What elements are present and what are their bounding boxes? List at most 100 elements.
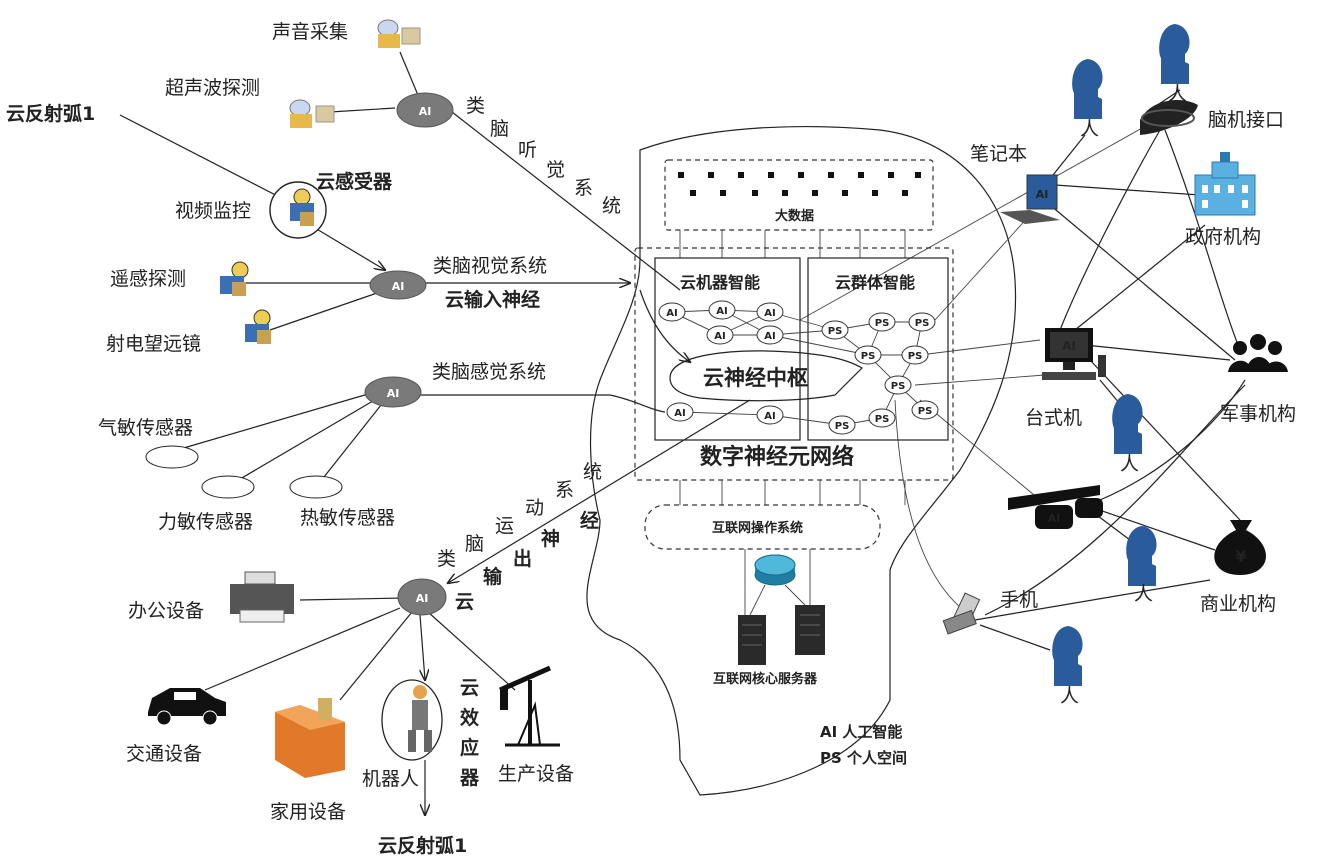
svg-text:器: 器	[459, 767, 480, 789]
oil-pump-icon	[498, 665, 560, 747]
thermal-sensor-shape	[289, 475, 343, 499]
svg-text:AI: AI	[1048, 512, 1061, 525]
printer-icon	[230, 571, 294, 623]
person-label-5: 人	[1060, 685, 1079, 707]
ai-node-vision: AI	[369, 270, 427, 300]
remote-sensing-icon	[220, 261, 249, 296]
household-label: 家用设备	[270, 801, 346, 823]
svg-text:效: 效	[460, 706, 479, 729]
svg-text:¥: ¥	[1235, 547, 1246, 566]
robot-icon	[381, 679, 443, 761]
person-icon-2	[1159, 24, 1190, 84]
production-label: 生产设备	[498, 763, 574, 785]
car-icon	[148, 688, 226, 726]
nerve-center-label: 云神经中枢	[703, 366, 808, 390]
svg-text:运: 运	[495, 515, 514, 537]
thermal-label: 热敏传感器	[300, 507, 395, 529]
right-connections	[799, 89, 1246, 651]
nerve-center-shape	[669, 350, 863, 402]
hearing-label: 类 脑 听 觉 系 统	[466, 95, 621, 217]
bci-label: 脑机接口	[1208, 109, 1284, 131]
svg-text:动: 动	[525, 497, 544, 519]
neural-network-frame	[634, 247, 954, 481]
notebook-label: 笔记本	[970, 143, 1027, 165]
core-server-label: 互联网核心服务器	[713, 671, 818, 687]
group-intel-box	[807, 257, 949, 441]
svg-text:类: 类	[437, 548, 456, 570]
head-outline	[586, 126, 1017, 796]
svg-text:系: 系	[574, 177, 593, 199]
legend-ai: AI 人工智能	[820, 723, 902, 741]
ai-node-sense: AI	[364, 376, 422, 408]
big-data-label: 大数据	[775, 208, 814, 224]
bci-headband-icon	[1140, 100, 1198, 135]
cloud-sensor-label: 云感受器	[316, 170, 393, 193]
svg-text:应: 应	[460, 736, 479, 759]
legend-ps: PS 个人空间	[820, 749, 907, 767]
svg-text:统: 统	[602, 195, 621, 217]
person-label-4: 人	[1134, 583, 1153, 605]
ai-node-motor: AI	[397, 578, 447, 616]
microphone-icon	[377, 19, 421, 48]
laptop-icon: AI	[1000, 174, 1060, 224]
svg-text:出: 出	[513, 547, 532, 570]
svg-text:神: 神	[541, 527, 560, 550]
person-label-2: 人	[1168, 83, 1187, 105]
telescope-icon	[245, 309, 271, 344]
office-label: 办公设备	[128, 600, 204, 622]
military-people-icon	[1228, 334, 1288, 372]
sound-label: 声音采集	[272, 21, 348, 43]
gas-sensor-shape	[145, 445, 199, 469]
motor-label: 类 脑 运 动 系 统	[437, 461, 602, 570]
svg-text:AI: AI	[392, 280, 405, 293]
person-icon-4	[1126, 526, 1157, 586]
svg-text:AI: AI	[1062, 339, 1076, 353]
effector-label: 云 效 应 器	[459, 677, 480, 789]
traffic-label: 交通设备	[126, 743, 202, 765]
force-sensor-shape	[201, 475, 255, 499]
force-label: 力敏传感器	[158, 511, 253, 533]
svg-text:觉: 觉	[546, 159, 565, 181]
ultrasonic-label: 超声波探测	[165, 77, 260, 99]
gov-label: 政府机构	[1185, 226, 1261, 248]
svg-text:类: 类	[466, 95, 485, 117]
ai-node-hearing: AI	[396, 92, 454, 128]
person-label-3: 人	[1120, 453, 1139, 475]
ultrasonic-icon	[289, 99, 335, 128]
telescope-label: 射电望远镜	[106, 333, 201, 355]
svg-text:AI: AI	[419, 105, 432, 118]
robot-label: 机器人	[362, 768, 419, 790]
desktop-computer-icon: AI	[1042, 328, 1106, 380]
group-intel-label: 云群体智能	[835, 273, 915, 292]
svg-text:脑: 脑	[465, 533, 484, 555]
military-label: 军事机构	[1220, 403, 1296, 425]
government-building-icon	[1194, 152, 1256, 216]
phone-label: 手机	[1000, 589, 1038, 611]
sense-label: 类脑感觉系统	[432, 361, 546, 383]
video-label: 视频监控	[175, 200, 251, 222]
desktop-label: 台式机	[1025, 407, 1082, 429]
business-label: 商业机构	[1200, 593, 1276, 615]
person-icon-3	[1112, 394, 1143, 454]
remote-label: 遥感探测	[110, 268, 186, 290]
input-nerve-label: 云输入神经	[445, 288, 540, 311]
svg-text:输: 输	[483, 565, 503, 588]
machine-intel-label: 云机器智能	[680, 273, 760, 292]
svg-text:云: 云	[460, 677, 479, 699]
reflex-bottom-label: 云反射弧1	[378, 834, 467, 857]
gas-label: 气敏传感器	[98, 417, 193, 439]
internet-os-label: 互联网操作系统	[712, 520, 803, 536]
person-icon-5	[1052, 626, 1083, 686]
output-nerve-label: 云 输 出 神 经	[455, 509, 599, 613]
ai-glasses-icon: AI	[1008, 485, 1103, 529]
svg-text:AI: AI	[387, 387, 400, 400]
internet-os: 互联网操作系统	[644, 480, 906, 615]
vision-label: 类脑视觉系统	[433, 255, 547, 277]
svg-text:统: 统	[583, 461, 602, 483]
person-label-1: 人	[1080, 118, 1099, 140]
svg-text:云: 云	[455, 591, 474, 613]
svg-text:AI: AI	[1036, 188, 1049, 201]
core-server: 互联网核心服务器	[713, 554, 825, 687]
household-box-icon	[275, 698, 345, 778]
